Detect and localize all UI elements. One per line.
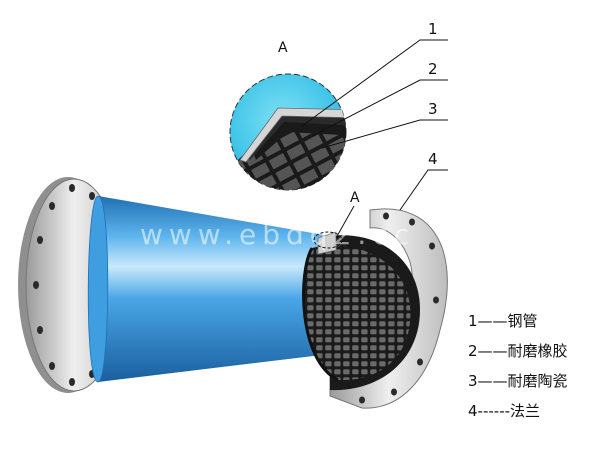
callout-number-1: 1 <box>428 20 438 38</box>
legend-item-3: 3——耐磨陶瓷 <box>468 372 568 390</box>
detail-leader-line <box>335 205 355 239</box>
legend-item-2: 2——耐磨橡胶 <box>468 342 568 360</box>
detail-view-a <box>229 73 347 191</box>
bolt-holes <box>33 184 95 386</box>
callout-number-4: 4 <box>428 150 438 168</box>
legend-item-4: 4------法兰 <box>468 402 540 420</box>
callouts <box>301 39 448 211</box>
legend-item-1: 1——钢管 <box>468 312 538 330</box>
callout-number-3: 3 <box>428 100 438 118</box>
detail-region-marker <box>313 231 343 249</box>
detail-label-pipe: A <box>350 190 360 206</box>
watermark-text: www.ebdq2.cc <box>140 218 415 251</box>
detail-label-top: A <box>278 40 288 56</box>
steel-pipe <box>87 195 330 383</box>
legend: 1——钢管 2——耐磨橡胶 3——耐磨陶瓷 4------法兰 <box>468 312 568 420</box>
inner-lining <box>302 231 420 391</box>
callout-number-2: 2 <box>428 60 438 78</box>
